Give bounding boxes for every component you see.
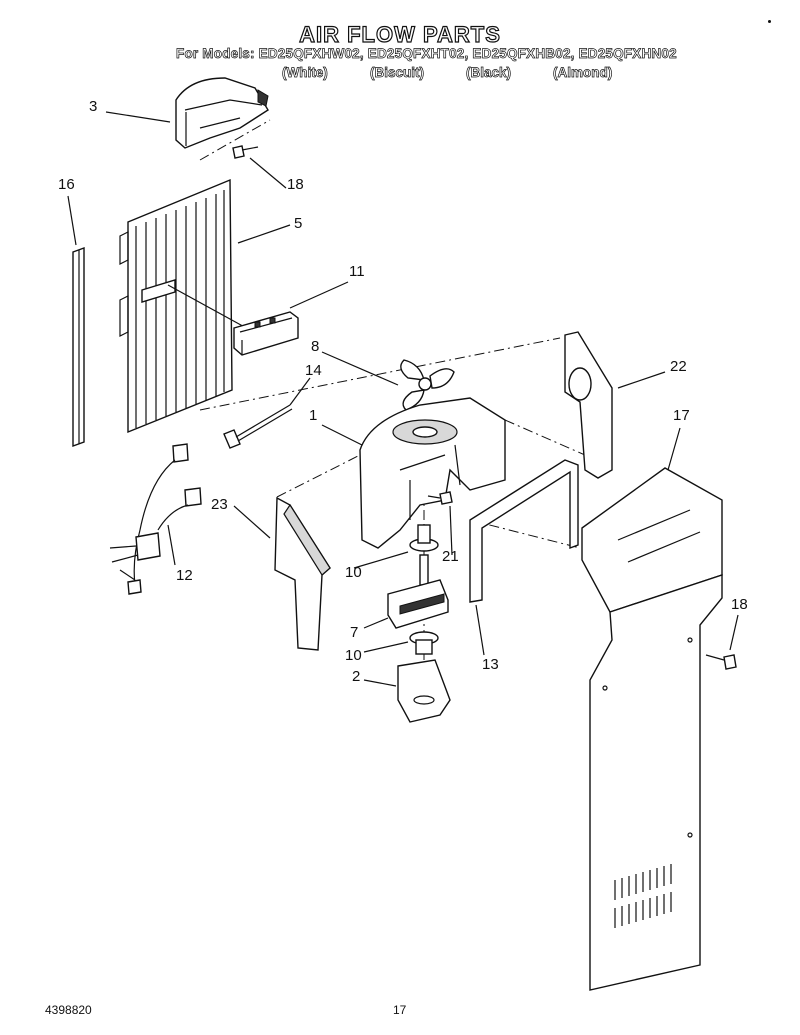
- part-18-screw-right: [705, 654, 737, 670]
- alignment-line: [276, 454, 361, 498]
- color-almond: (Almond): [553, 65, 613, 81]
- callout-16: 16: [58, 176, 75, 193]
- callout-10-lower: 10: [345, 647, 362, 664]
- callout-23: 23: [211, 496, 228, 513]
- part-2-motor-bracket: [397, 659, 451, 723]
- part-10-grommet-lower: [409, 631, 439, 655]
- color-biscuit: (Biscuit): [370, 65, 425, 81]
- corner-mark: [768, 20, 771, 23]
- color-black: (Black): [466, 65, 512, 81]
- callout-11: 11: [349, 263, 365, 280]
- part-17-rear-panel: [581, 467, 723, 991]
- page-number: 17: [393, 1003, 407, 1017]
- part-21-screw: [427, 491, 453, 505]
- callout-14: 14: [305, 362, 322, 379]
- part-23-insulation-left: [274, 496, 331, 651]
- callout-22: 22: [670, 358, 687, 375]
- part-14-heater: [223, 404, 293, 449]
- part-5-grille: [119, 178, 251, 434]
- part-13-u-gasket: [469, 459, 579, 603]
- callout-3: 3: [89, 98, 98, 115]
- callout-18-right: 18: [731, 596, 748, 613]
- doc-number: 4398820: [45, 1003, 92, 1017]
- alignment-line: [469, 419, 586, 549]
- callout-18-top: 18: [287, 176, 304, 193]
- callout-8: 8: [311, 338, 320, 355]
- callout-2: 2: [352, 668, 361, 685]
- models-line: For Models: ED25QFXHW02, ED25QFXHT02, ED…: [176, 46, 677, 62]
- part-10-grommet-upper: [409, 524, 439, 552]
- part-11-bracket: [233, 311, 299, 356]
- part-22-side-duct: [564, 331, 613, 479]
- part-18-screw-top: [232, 145, 259, 159]
- callout-12: 12: [176, 567, 193, 584]
- page-title: AIR FLOW PARTS: [298, 21, 501, 47]
- part-16-gasket-strip: [72, 247, 85, 447]
- part-12-wiring-harness: [109, 443, 202, 595]
- vent-slots: [614, 864, 672, 928]
- callout-1: 1: [309, 407, 318, 424]
- callout-7: 7: [350, 624, 359, 641]
- callout-17: 17: [673, 407, 690, 424]
- part-1-fan-housing: [359, 397, 506, 549]
- color-white: (White): [282, 65, 328, 81]
- part-7-fan-motor: [387, 554, 449, 629]
- part-8-fan-blade: [400, 359, 455, 411]
- callout-10-upper: 10: [345, 564, 362, 581]
- part-3-duct-cover: [175, 77, 269, 149]
- callout-5: 5: [294, 215, 303, 232]
- alignment-line: [199, 337, 561, 411]
- callout-13: 13: [482, 656, 499, 673]
- callout-21: 21: [442, 548, 459, 565]
- alignment-line: [199, 119, 271, 161]
- leader-lines: [67, 111, 739, 687]
